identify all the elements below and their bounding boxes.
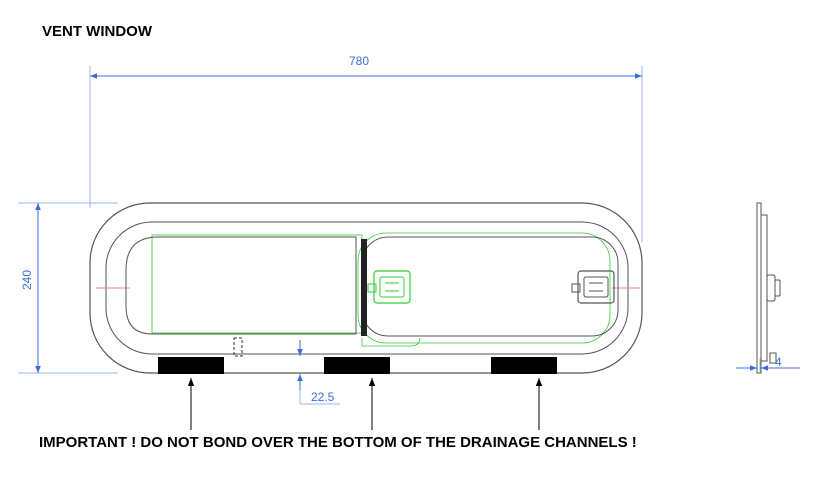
drawing-title: VENT WINDOW: [42, 23, 153, 40]
drainage-channel-right: [491, 357, 557, 374]
sash-divider: [361, 239, 367, 336]
width-dimension-label: 780: [349, 54, 369, 68]
warning-note: IMPORTANT ! DO NOT BOND OVER THE BOTTOM …: [39, 434, 637, 451]
width-dimension: 780: [89, 54, 643, 242]
offset-dimension: 22.5: [297, 340, 340, 405]
drainage-channels: [158, 357, 557, 374]
latch-handle-right: [571, 270, 615, 304]
sliding-panes: [125, 236, 619, 337]
offset-dimension-label: 22.5: [311, 390, 335, 404]
drainage-channel-left: [158, 357, 224, 374]
latch-handle-left: [367, 270, 411, 304]
hidden-lines: [151, 232, 611, 347]
height-dimension: 240: [18, 202, 118, 374]
drainage-channel-middle: [324, 357, 390, 374]
thickness-dimension-label: 4: [775, 355, 782, 369]
warning-leaders: [187, 378, 543, 430]
height-dimension-label: 240: [20, 270, 34, 290]
clip-detail: [233, 337, 243, 357]
side-view: 4: [736, 202, 800, 374]
